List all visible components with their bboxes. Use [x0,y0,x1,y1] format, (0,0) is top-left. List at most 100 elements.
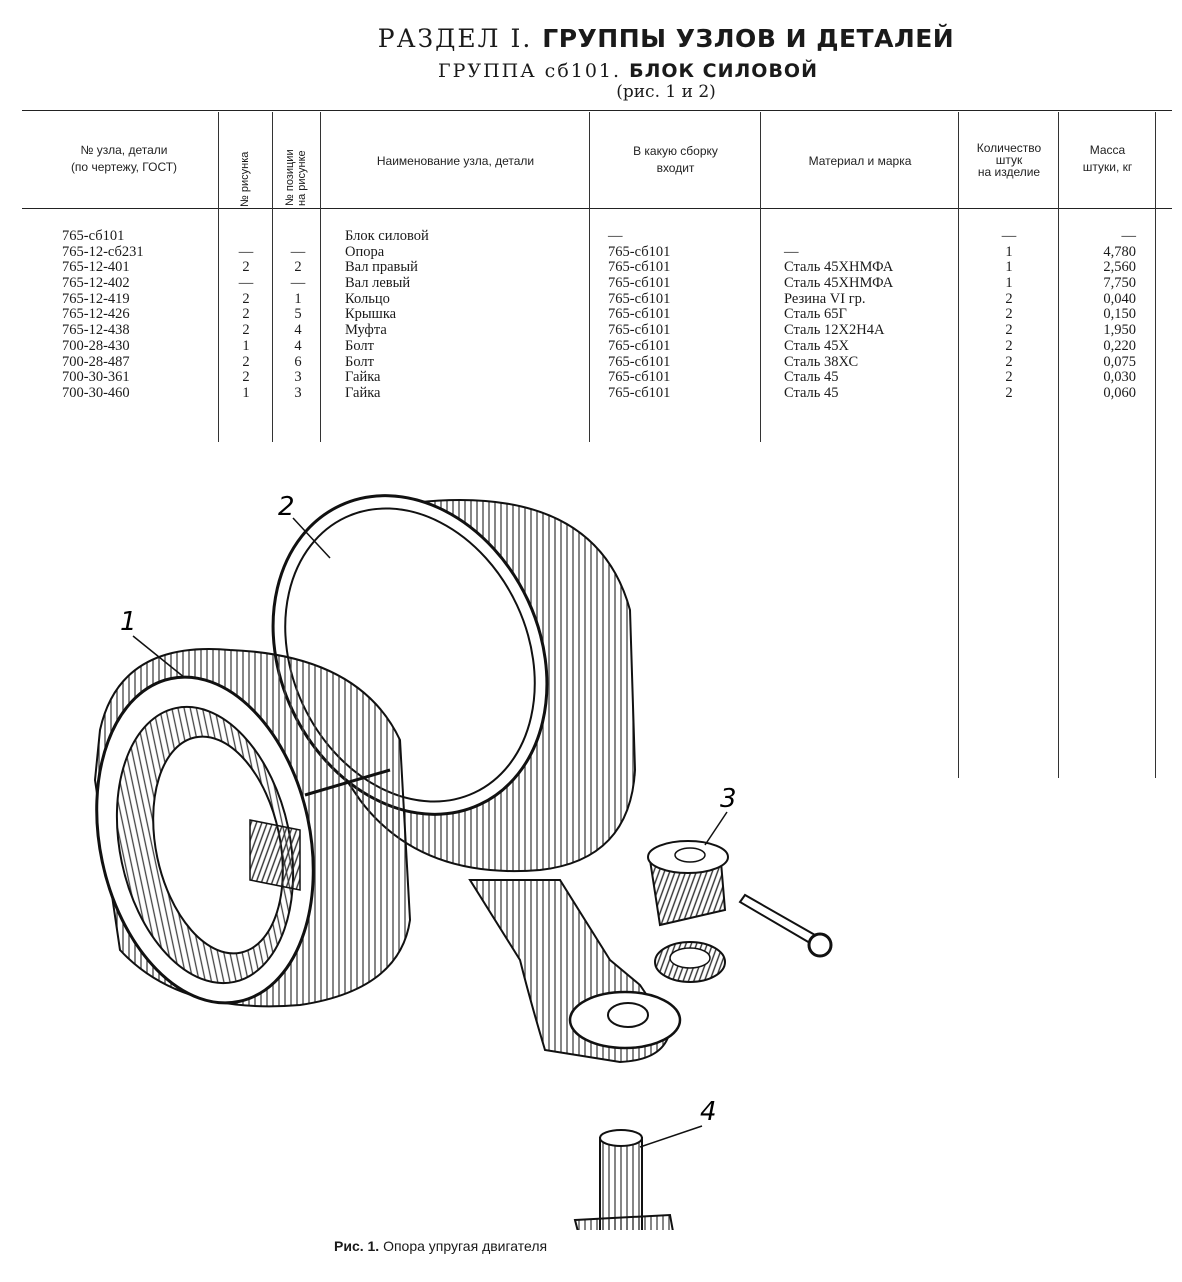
table-cell-pos: 3 [294,369,302,386]
figure-reference: (рис. 1 и 2) [616,82,716,102]
table-cell-qty: 2 [1005,384,1013,401]
table-cell-name: Вал правый [345,259,418,276]
table-cell-qty: 1 [1005,243,1013,260]
table-cell-part: 765-12-сб231 [62,243,144,260]
castle-nut-part-3 [647,840,729,927]
table-cell-part: 765-12-438 [62,322,130,339]
section-prefix: РАЗДЕЛ I. [377,24,533,53]
table-cell-fig: 2 [242,353,250,370]
table-cell-fig: 2 [242,369,250,386]
table-cell-assembly: 765-сб101 [608,369,671,386]
table-cell-name: Болт [345,353,374,370]
table-cell-qty: 2 [1005,322,1013,339]
table-cell-mass: 2,560 [1103,259,1136,276]
table-cell-mass: 0,150 [1103,306,1136,323]
leader-line [132,635,186,679]
table-cell-name: Гайка [345,369,381,386]
table-cell-material: Сталь 38ХС [784,353,859,370]
table-cell-qty: 2 [1005,369,1013,386]
table-cell-assembly: 765-сб101 [608,275,671,292]
table-cell-pos: 2 [294,259,302,276]
table-cell-name: Вал левый [345,275,411,292]
header-material: Материал и марка [808,154,912,168]
leader-line [639,1125,703,1148]
table-cell-assembly: 765-сб101 [608,306,671,323]
table-cell-qty: 2 [1005,353,1013,370]
part-label-1: 1 [120,607,137,637]
table-cell-mass: 7,750 [1103,275,1136,292]
column-divider [1058,112,1059,778]
table-cell-assembly: 765-сб101 [608,322,671,339]
table-cell-part: 700-30-460 [62,384,130,401]
table-cell-mass: 1,950 [1103,322,1136,339]
table-cell-mass: 0,075 [1103,353,1136,370]
leader-line [704,811,728,846]
table-cell-qty: 1 [1005,259,1013,276]
ring-part-1 [93,648,412,1008]
table-cell-material: Сталь 65Г [784,306,847,323]
table-cell-part: 765-12-402 [62,275,130,292]
table-cell-part: 700-30-361 [62,369,130,386]
table-cell-mass: 0,030 [1103,369,1136,386]
table-cell-part: 700-28-430 [62,337,130,354]
table-cell-pos: 6 [294,353,302,370]
part-label-2: 2 [278,492,295,522]
table-cell-name: Блок силовой [345,228,429,244]
caption-text: Опора упругая двигателя [383,1238,548,1254]
section-name: ГРУППЫ УЗЛОВ И ДЕТАЛЕЙ [542,24,955,53]
table-cell-fig: 2 [242,259,250,276]
table-cell-mass: — [1121,228,1137,244]
table-cell-assembly: 765-сб101 [608,337,671,354]
table-cell-part: 765-12-401 [62,259,130,276]
table-cell-mass: 4,780 [1103,243,1136,260]
table-cell-fig: 1 [242,384,250,401]
table-cell-assembly: 765-сб101 [608,259,671,276]
table-cell-assembly: 765-сб101 [608,243,671,260]
column-divider [1155,112,1156,778]
table-cell-qty: 2 [1005,306,1013,323]
table-cell-fig: 2 [242,306,250,323]
table-cell-mass: 0,060 [1103,384,1136,401]
table-cell-material: Сталь 12Х2Н4А [784,322,885,339]
table-cell-part: 700-28-487 [62,353,130,370]
column-divider [320,112,321,442]
column-divider [272,112,273,442]
table-cell-pos: 3 [294,384,302,401]
table-cell-assembly: — [608,228,623,244]
table-cell-qty: 1 [1005,275,1013,292]
assembly-drawing: 1 2 3 4 [93,492,833,1230]
table-cell-name: Опора [345,243,385,260]
table-cell-qty: 2 [1005,290,1013,307]
header-name: Наименование узла, детали [376,154,535,168]
table-cell-pos [280,229,316,245]
table-cell-material [784,229,893,245]
column-divider [589,112,590,442]
group-prefix: ГРУППА сб101. [438,60,622,82]
table-cell-fig: 1 [242,337,250,354]
table-cell-qty: — [1001,228,1017,244]
table-cell-name: Крышка [345,306,397,323]
table-cell-pos: 4 [294,337,302,354]
table-cell-material: Сталь 45 [784,384,839,401]
table-cell-part: 765-сб101 [62,228,125,244]
table-cell-fig: 2 [242,322,250,339]
table-cell-pos: 5 [294,306,302,323]
table-cell-material: Сталь 45Х [784,337,850,354]
part-label-4: 4 [700,1097,717,1127]
column-divider [958,112,959,778]
bolt-part-4 [573,1129,674,1230]
table-cell-fig: — [238,275,254,292]
table-header-rule [22,208,1172,209]
table-cell-fig: 2 [242,290,250,307]
table-cell-material: Сталь 45 [784,369,839,386]
